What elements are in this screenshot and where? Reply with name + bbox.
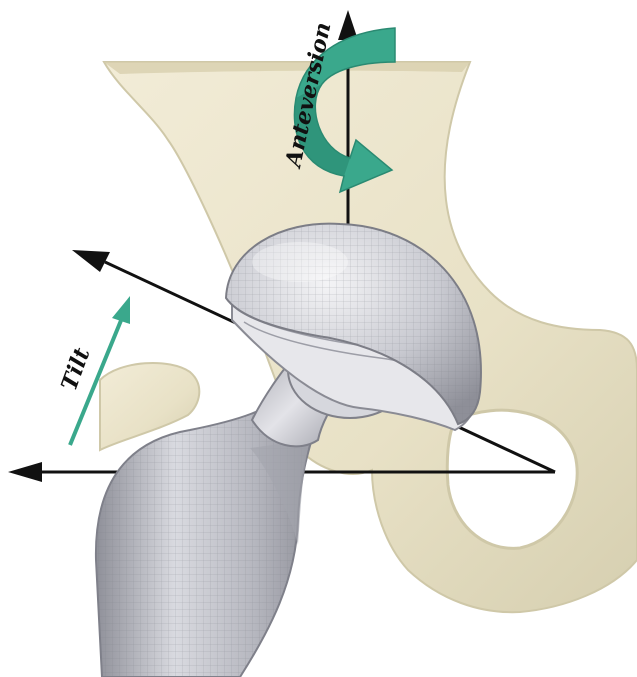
tilt-label: Tilt — [56, 345, 95, 395]
